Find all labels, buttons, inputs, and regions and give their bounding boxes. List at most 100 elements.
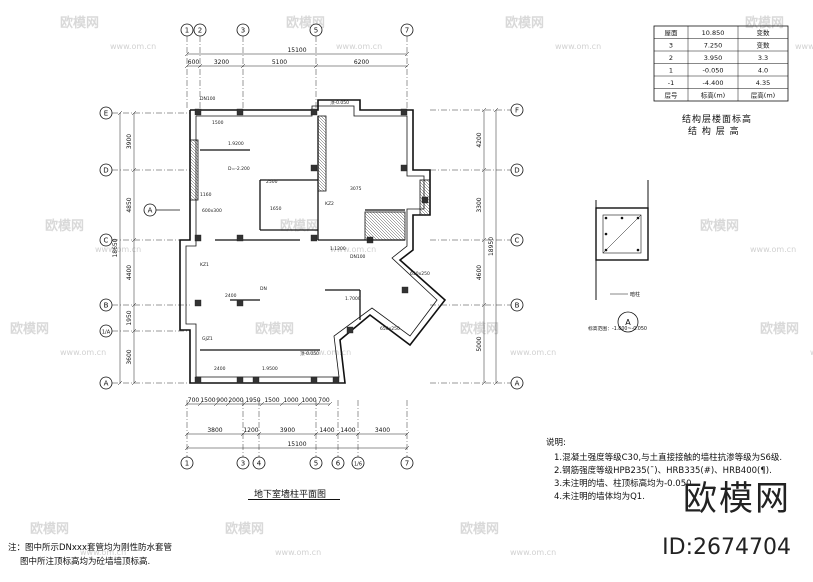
detail-rebar-dot	[620, 216, 624, 220]
axis-bottom-1-6: 1/6	[351, 456, 365, 470]
column-block	[194, 108, 202, 116]
detail-rebar-dot	[636, 248, 640, 252]
dim-bottom-mid-tick	[240, 431, 246, 437]
note-item-2: 2.钢筋强度等级HPB235(¯)、HRB335(#)、HRB400(¶).	[554, 466, 772, 476]
hatched-wall-zone-hatch-line	[419, 193, 431, 205]
drawing-annotation: DN100	[200, 96, 216, 102]
note-item-3: 3.未注明的墙、柱顶标高均为-0.050.	[554, 479, 695, 489]
dim-bottom-mid-text: 3900	[280, 427, 295, 434]
hatched-wall-zone-hatch-line	[189, 163, 199, 173]
dim-bottom-mid-text: 1400	[319, 427, 334, 434]
column-block	[236, 234, 244, 242]
axis-bubble-circle	[193, 23, 207, 37]
watermark-text: 欧模网	[45, 219, 85, 234]
dim-left-tick	[131, 237, 137, 243]
hatched-wall-zone-hatch-line	[317, 133, 327, 143]
watermark-text: 欧模网	[505, 16, 545, 31]
hatched-wall-zone-hatch-line	[189, 178, 199, 188]
note-item-1: 1.混凝土强度等级C30,与土直接接触的墙柱抗渗等级为S6级.	[554, 453, 783, 463]
axis-bubble-circle	[236, 456, 250, 470]
hatched-wall-zone-hatch-line	[375, 211, 405, 241]
dim-bottom-inner-tick	[241, 401, 247, 407]
hatched-wall-zone-hatch-line	[364, 221, 384, 241]
drawing-annotation: 1.9500	[262, 366, 278, 372]
axis-bottom-1: 1	[180, 456, 194, 470]
dim-right-tick	[481, 302, 487, 308]
hatched-wall-zone-hatch-line	[317, 157, 327, 167]
column-block	[236, 299, 244, 307]
hatched-wall-zone-hatch-line	[387, 211, 406, 230]
dim-left-text: 3600	[126, 349, 133, 364]
hatched-wall-zone-hatch-line	[399, 211, 406, 218]
hatched-wall-zone-hatch-line	[390, 211, 406, 227]
watermark-url: www.om.cn	[510, 348, 557, 357]
hatched-wall-zone-hatch-line	[317, 181, 327, 191]
axis-bubble-label: 3	[241, 460, 245, 468]
hatched-wall-zone-hatch-line	[317, 187, 322, 192]
axis-bubble-label: 1	[185, 27, 189, 35]
hatched-wall-zone-hatch-line	[317, 118, 327, 128]
axis-bubble-label: 7	[405, 460, 409, 468]
dim-bottom-inner-text: 1000	[283, 397, 298, 404]
axis-right-B: B	[510, 298, 524, 312]
dim-bottom-inner-tick	[184, 401, 190, 407]
section-marker-label: A	[148, 207, 153, 215]
hatched-wall-zone-hatch-line	[364, 218, 387, 241]
axis-left-1-A: 1/A	[99, 324, 113, 338]
axis-bubble-circle	[331, 456, 345, 470]
dim-bottom-inner-tick	[297, 401, 303, 407]
dim-left-total-text: 18650	[112, 238, 119, 257]
detail-section-bubble: A	[617, 311, 639, 333]
axis-bubble-circle	[99, 298, 113, 312]
axis-bubble-label: 1/A	[102, 330, 111, 336]
dim-bottom-mid-tick	[184, 431, 190, 437]
level-table-cell: 屋面	[665, 29, 679, 37]
level-table-caption-1: 结构层楼面标高	[682, 115, 753, 125]
wall-outline	[179, 99, 447, 384]
hatched-wall-zone-hatch-line	[423, 179, 431, 187]
dim-top-tick	[313, 63, 319, 69]
axis-bubble-circle	[236, 23, 250, 37]
hatched-wall-zone-hatch-line	[419, 196, 431, 208]
dim-top-total-tick	[184, 51, 190, 57]
dim-bottom-inner-tick	[213, 401, 219, 407]
watermark-text: 欧模网	[460, 322, 500, 337]
watermark-url: www.om.cn	[275, 548, 322, 557]
axis-left-C: C	[99, 233, 113, 247]
watermark-text: 欧模网	[760, 322, 800, 337]
hatched-wall-zone-hatch-line	[317, 178, 327, 188]
column-block	[400, 164, 408, 172]
watermark-text: 欧模网	[745, 16, 785, 31]
section-marker-a: A	[143, 203, 180, 217]
hatched-wall-zone-hatch-line	[189, 139, 199, 149]
hatched-wall-zone-hatch-line	[192, 139, 199, 146]
hatched-wall-zone-hatch-line	[317, 115, 327, 125]
hatched-wall-zone-hatch-line	[317, 184, 325, 192]
detail-rebar-dot	[604, 216, 608, 220]
dim-bottom-inner-tick	[225, 401, 231, 407]
hatched-wall-zone-hatch-line	[419, 184, 431, 196]
hatched-wall-zone-hatch-line	[317, 130, 327, 140]
level-table-cell: 3.3	[758, 54, 768, 62]
level-table-cell: 3	[669, 42, 673, 50]
axis-bubble-label: 6	[336, 460, 341, 468]
level-table-cell: 3.950	[704, 54, 723, 62]
axis-bubble-label: 3	[241, 27, 245, 35]
hatched-wall-zone-hatch-line	[189, 175, 199, 185]
axis-bubble-circle	[510, 298, 524, 312]
detail-tag: 暗柱	[630, 291, 640, 298]
axis-bottom-5: 5	[309, 456, 323, 470]
hatched-wall-zone-hatch-line	[317, 139, 327, 149]
hatched-wall-zone-hatch-line	[396, 211, 406, 221]
dim-left-text: 4400	[126, 265, 133, 280]
watermark-url: www.om.cn	[795, 42, 813, 51]
column-block	[310, 234, 318, 242]
axis-bubble-label: 4	[257, 460, 262, 468]
dim-bottom-inner-text: 1000	[301, 397, 316, 404]
dim-right-total-tick	[493, 380, 499, 386]
hatched-wall-zone-hatch-line	[393, 211, 406, 224]
dim-left-total-tick	[117, 110, 123, 116]
column-block	[194, 299, 202, 307]
hatched-wall-zone-hatch-line	[317, 166, 327, 176]
